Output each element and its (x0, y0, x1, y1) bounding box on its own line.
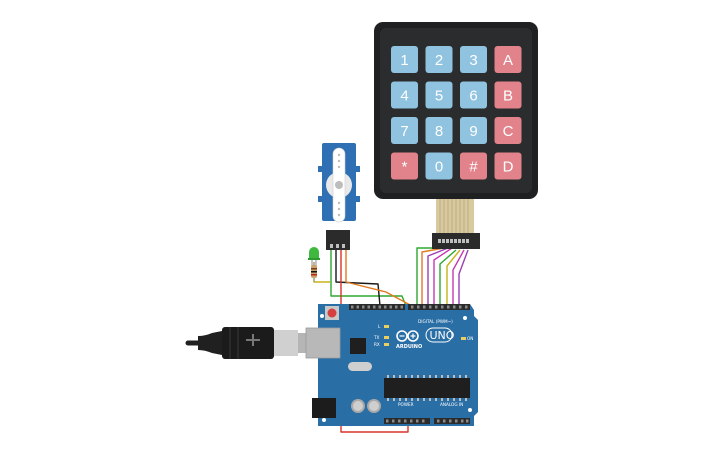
resistor[interactable] (311, 262, 317, 282)
led-label-tx: TX (373, 335, 380, 340)
usb-chip (350, 338, 366, 354)
keypad-ribbon (432, 199, 480, 249)
key-cap (494, 117, 522, 144)
keypad-key-star[interactable]: * (391, 152, 418, 180)
key-cap (425, 117, 453, 144)
key-cap (425, 81, 453, 109)
wire-keypad-col4[interactable] (458, 249, 469, 306)
power-jack[interactable] (312, 398, 336, 418)
keypad-key-5[interactable]: 5 (425, 81, 453, 109)
keypad-key-7[interactable]: 7 (391, 117, 418, 144)
keypad-key-d[interactable]: D (494, 152, 522, 180)
key-label: 5 (435, 88, 443, 105)
analog-header (434, 418, 470, 424)
key-label: D (503, 159, 514, 176)
key-label: A (503, 52, 513, 69)
key-label: 1 (400, 52, 408, 69)
key-label: B (503, 88, 513, 105)
arduino-logo: ARDUINO (396, 330, 422, 350)
keypad-key-6[interactable]: 6 (460, 81, 487, 109)
key-cap (460, 152, 487, 180)
led-label-l: L (378, 324, 381, 329)
wire-keypad-row2[interactable] (421, 247, 445, 306)
analog-label: ANALOG IN (440, 402, 463, 407)
key-cap (494, 46, 522, 73)
key-label: 8 (435, 123, 443, 140)
usb-cable[interactable] (185, 327, 322, 359)
usb-plug-metal (274, 330, 298, 356)
green-led[interactable] (308, 247, 320, 266)
key-cap (425, 152, 453, 180)
servo-motor[interactable] (318, 143, 360, 250)
board-leds: L TX RX ON (373, 324, 473, 347)
wire-keypad-col1[interactable] (439, 249, 457, 306)
keypad-key-2[interactable]: 2 (425, 46, 453, 73)
power-header (384, 418, 430, 424)
keypad-key-4[interactable]: 4 (391, 81, 418, 109)
keypad-key-hash[interactable]: # (460, 152, 487, 180)
key-label: 6 (469, 88, 477, 105)
keypad-key-a[interactable]: A (494, 46, 522, 73)
key-cap (460, 81, 487, 109)
wire-keypad-row3[interactable] (427, 247, 449, 306)
wire-servo-ground[interactable] (335, 250, 381, 307)
key-label: # (469, 159, 478, 176)
uno-text: UNO (430, 329, 455, 342)
key-label: C (503, 123, 514, 140)
arduino-uno-board[interactable]: DIGITAL (PWM~) L TX RX ON ARDUINO UNO (305, 304, 478, 426)
wire-keypad-row4[interactable] (433, 247, 453, 306)
key-label: 7 (400, 123, 408, 140)
digital-header-low (408, 304, 470, 310)
usb-socket[interactable] (305, 327, 341, 359)
wire-led-anode[interactable] (330, 250, 407, 307)
keypad-key-3[interactable]: 3 (460, 46, 487, 73)
keypad-keys: 1 2 3 A 4 5 6 B 7 8 9 C * 0 # D (391, 46, 522, 180)
keypad-key-8[interactable]: 8 (425, 117, 453, 144)
key-cap (460, 46, 487, 73)
key-cap (460, 117, 487, 144)
keypad-key-c[interactable]: C (494, 117, 522, 144)
digital-header-label: DIGITAL (PWM~) (418, 319, 453, 324)
arduino-pcb (318, 304, 478, 426)
wire-servo-signal[interactable] (345, 250, 413, 307)
key-label: 3 (469, 52, 477, 69)
wire-keypad-col3[interactable] (452, 249, 465, 306)
key-cap (391, 152, 418, 180)
keypad-4x4[interactable]: 1 2 3 A 4 5 6 B 7 8 9 C * 0 # D (374, 22, 538, 249)
key-label: * (402, 159, 408, 176)
key-cap (391, 81, 418, 109)
key-cap (391, 117, 418, 144)
on-label: ON (467, 336, 473, 341)
keypad-key-b[interactable]: B (494, 81, 522, 109)
key-cap (494, 81, 522, 109)
key-label: 9 (469, 123, 477, 140)
arduino-logo-text: ARDUINO (396, 344, 422, 350)
keypad-key-9[interactable]: 9 (460, 117, 487, 144)
key-cap (494, 152, 522, 180)
led-label-rx: RX (374, 342, 380, 347)
power-label: POWER (398, 402, 414, 407)
uno-badge: UNO (425, 327, 455, 343)
crystal (348, 362, 372, 371)
key-label: 4 (400, 88, 408, 105)
reset-button[interactable] (327, 308, 337, 318)
atmega-chip (384, 375, 470, 401)
key-cap (391, 46, 418, 73)
digital-header-high (349, 304, 405, 310)
wire-keypad-col2[interactable] (446, 249, 461, 306)
key-label: 2 (435, 52, 443, 69)
key-label: 0 (435, 159, 443, 176)
keypad-key-1[interactable]: 1 (391, 46, 418, 73)
key-cap (425, 46, 453, 73)
keypad-key-0[interactable]: 0 (425, 152, 453, 180)
